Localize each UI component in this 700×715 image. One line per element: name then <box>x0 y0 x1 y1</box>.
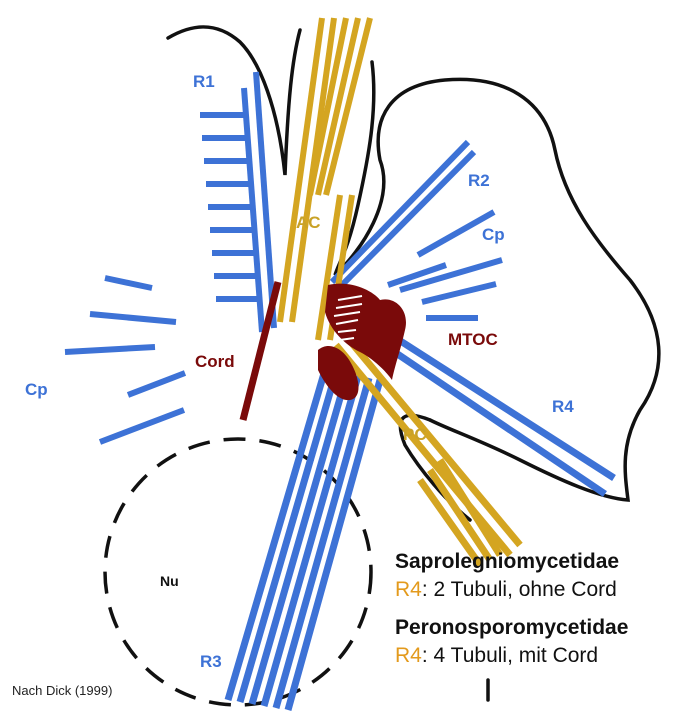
mtoc-body <box>325 283 406 380</box>
cp-right-microtubules <box>387 209 503 321</box>
cell-outline-right <box>333 60 661 502</box>
r2-microtubule-bundle <box>329 139 477 290</box>
legend-group1-title: Saprolegniomycetidae <box>395 550 620 573</box>
label-cp-right: Cp <box>482 225 505 244</box>
legend: Saprolegniomycetidae R4: 2 Tubuli, ohne … <box>395 548 628 680</box>
label-ac: AC <box>296 213 321 232</box>
label-r1: R1 <box>193 72 215 91</box>
label-mtoc: MTOC <box>448 330 498 349</box>
label-nu: Nu <box>160 573 179 589</box>
legend-group2-row: R4: 4 Tubuli, mit Cord <box>395 642 628 670</box>
legend-group1-key: R4 <box>395 578 422 601</box>
source-citation: Nach Dick (1999) <box>12 683 113 698</box>
legend-group2-text: : 4 Tubuli, mit Cord <box>421 644 599 667</box>
ac-anterior-root <box>277 17 373 341</box>
label-r2: R2 <box>468 171 490 190</box>
label-cord: Cord <box>195 352 235 371</box>
r3-microtubule-bundle <box>224 369 384 711</box>
legend-group2-title: Peronosporomycetidae <box>395 616 629 639</box>
label-cp-left: Cp <box>25 380 48 399</box>
r1-microtubule-bundle <box>241 71 277 333</box>
legend-group1-row: R4: 2 Tubuli, ohne Cord <box>395 576 628 604</box>
nucleus-envelope <box>103 437 373 707</box>
cp-left-microtubules <box>64 275 187 445</box>
cell-outline <box>166 25 302 176</box>
pc-posterior-root <box>333 332 523 568</box>
label-r3: R3 <box>200 652 222 671</box>
legend-group1-text: : 2 Tubuli, ohne Cord <box>421 578 617 601</box>
label-r4: R4 <box>552 397 574 416</box>
mtoc-lower-blob <box>318 345 359 401</box>
cord-fiber <box>239 281 282 421</box>
mtoc-basal-body-hatching <box>333 295 363 341</box>
r1-comb-microtubules <box>200 112 261 302</box>
legend-group2-key: R4 <box>395 644 422 667</box>
label-pc: PC <box>403 425 427 444</box>
